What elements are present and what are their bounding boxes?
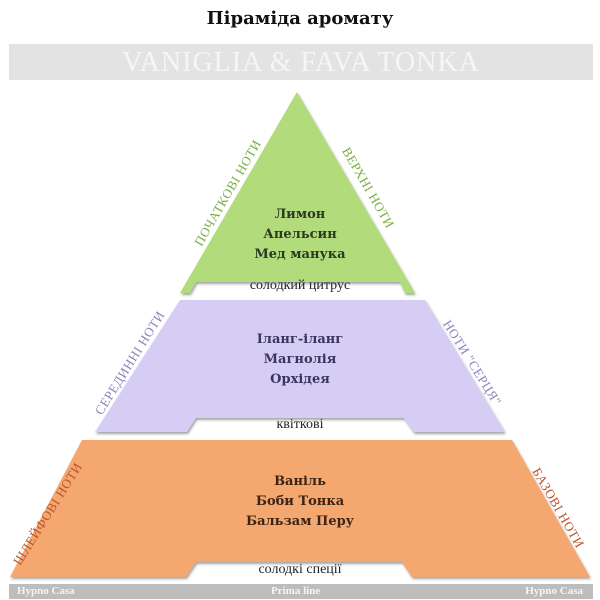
middle-accord: квіткові	[276, 417, 324, 432]
base-notes: Ваніль Боби Тонка Бальзам Перу	[200, 472, 400, 532]
middle-tier-shape	[95, 300, 505, 432]
product-banner: VANIGLIA & FAVA TONKA	[9, 44, 593, 80]
note-item: Бальзам Перу	[245, 514, 355, 529]
note-item: Лимон	[274, 207, 326, 222]
note-item: Мед манука	[254, 247, 346, 262]
page-title: Піраміда аромату	[206, 8, 394, 29]
top-tier-shape	[180, 92, 415, 293]
middle-notes: Іланг-іланг Магнолія Орхідея	[200, 330, 400, 390]
footer-bar: Hypno Casa Prima line Hypno Casa	[9, 584, 593, 599]
note-item: Магнолія	[263, 352, 337, 367]
note-item: Апельсин	[263, 227, 337, 242]
note-item: Іланг-іланг	[256, 332, 344, 347]
base-accord: солодкі спеції	[258, 562, 342, 577]
note-item: Боби Тонка	[255, 494, 345, 509]
footer-left: Hypno Casa	[17, 585, 75, 597]
top-notes: Лимон Апельсин Мед манука	[200, 205, 400, 265]
footer-center: Prima line	[271, 585, 321, 597]
top-accord: солодкий цитрус	[249, 278, 351, 293]
product-name: VANIGLIA & FAVA TONKA	[122, 47, 480, 78]
footer-right: Hypno Casa	[525, 585, 583, 597]
note-item: Орхідея	[270, 372, 330, 387]
base-tier-shape	[10, 440, 590, 577]
note-item: Ваніль	[274, 474, 326, 489]
